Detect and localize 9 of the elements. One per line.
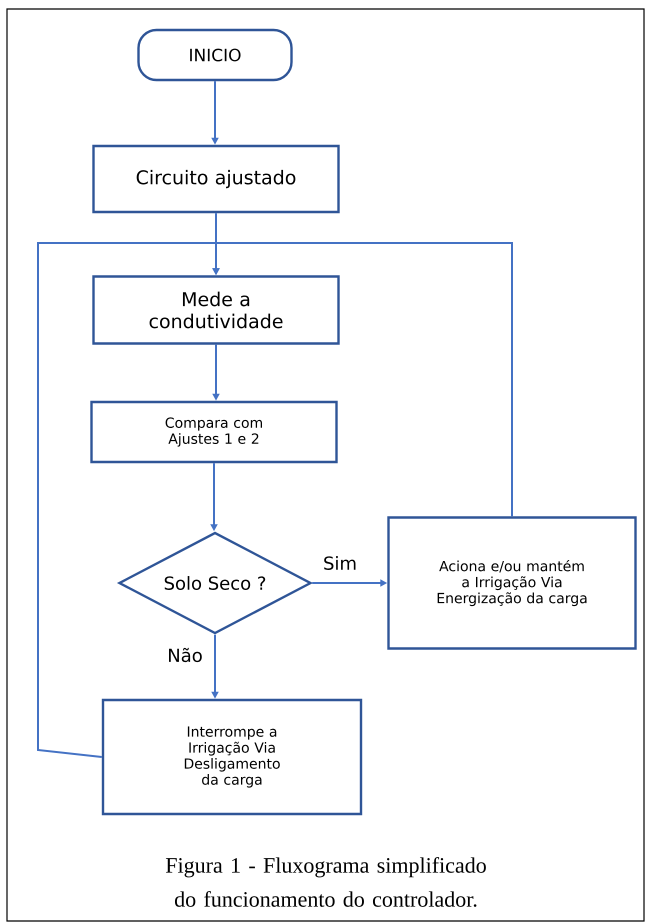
process-box: Compara com Ajustes 1 e 2 xyxy=(90,400,338,464)
edge-label: Não xyxy=(166,646,204,664)
edge-label: Sim xyxy=(322,555,358,571)
process-box: Circuito ajustado xyxy=(92,144,340,214)
process-box: Mede a condutividade xyxy=(92,275,340,345)
process-box: Interrompe a Irrigação Via Desligamento da carga xyxy=(102,698,362,816)
start-terminal: INICIO xyxy=(137,28,293,82)
figure-caption: Figura 1 - Fluxograma simplificado do funcionamento do controlador. xyxy=(166,857,486,907)
process-box: Aciona e/ou mantém a Irrigação Via Energização da carga xyxy=(387,516,637,650)
